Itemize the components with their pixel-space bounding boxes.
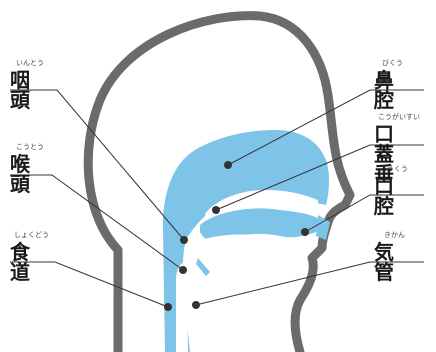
ruby-kikan: きかん (384, 232, 405, 239)
dot-kougaisui (212, 206, 220, 214)
tongue (190, 234, 312, 275)
ruby-koutou: こうとう (16, 144, 44, 151)
text-shokudou: 食道 (10, 242, 31, 282)
dot-koukuu (301, 228, 309, 236)
ruby-koukuu: こうくう (380, 166, 408, 173)
dot-shokudou (164, 303, 172, 311)
ruby-intou: いんとう (16, 60, 44, 67)
dot-kikan (192, 301, 200, 309)
text-bikuu: 鼻腔 (374, 70, 395, 110)
text-koukuu: 口腔 (374, 176, 395, 216)
ruby-shokudou: しょくどう (14, 232, 49, 239)
esophagus-gap (176, 262, 188, 352)
dot-koutou (179, 266, 187, 274)
ruby-kougaisui: こうがいすい (378, 114, 420, 121)
text-koutou: 喉頭 (10, 154, 31, 194)
leader-shokudou (10, 262, 168, 307)
text-intou: 咽頭 (10, 70, 31, 110)
text-kikan: 気管 (374, 242, 395, 282)
ruby-bikuu: びくう (382, 60, 403, 67)
dot-intou (180, 236, 188, 244)
dot-bikuu (224, 161, 232, 169)
